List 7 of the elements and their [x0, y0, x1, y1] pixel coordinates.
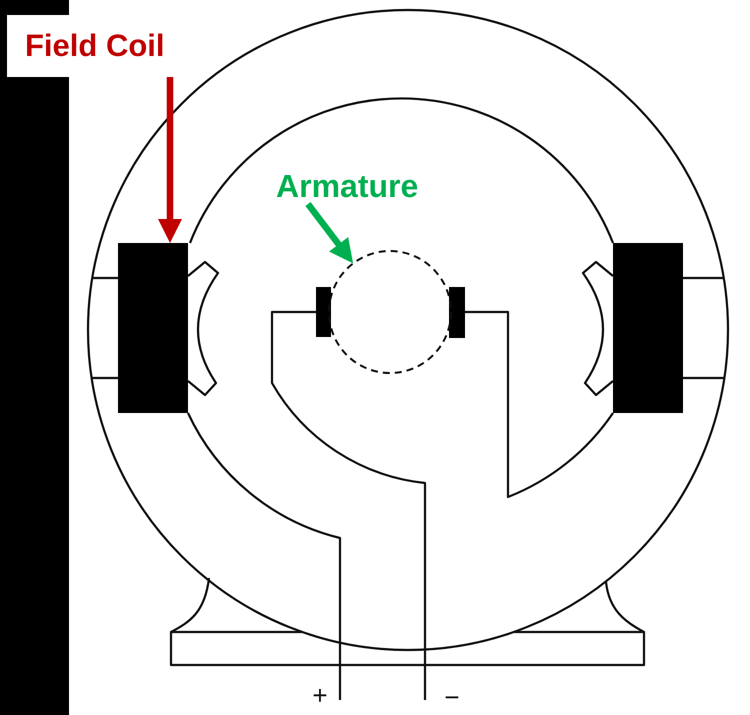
terminal-label: − — [444, 684, 460, 710]
armature-label: Armature — [270, 168, 424, 204]
field-coil — [118, 243, 188, 413]
armature — [328, 250, 452, 374]
terminal-label: + — [312, 682, 328, 708]
leader-arrow — [158, 77, 182, 243]
leader-arrow — [305, 202, 356, 266]
